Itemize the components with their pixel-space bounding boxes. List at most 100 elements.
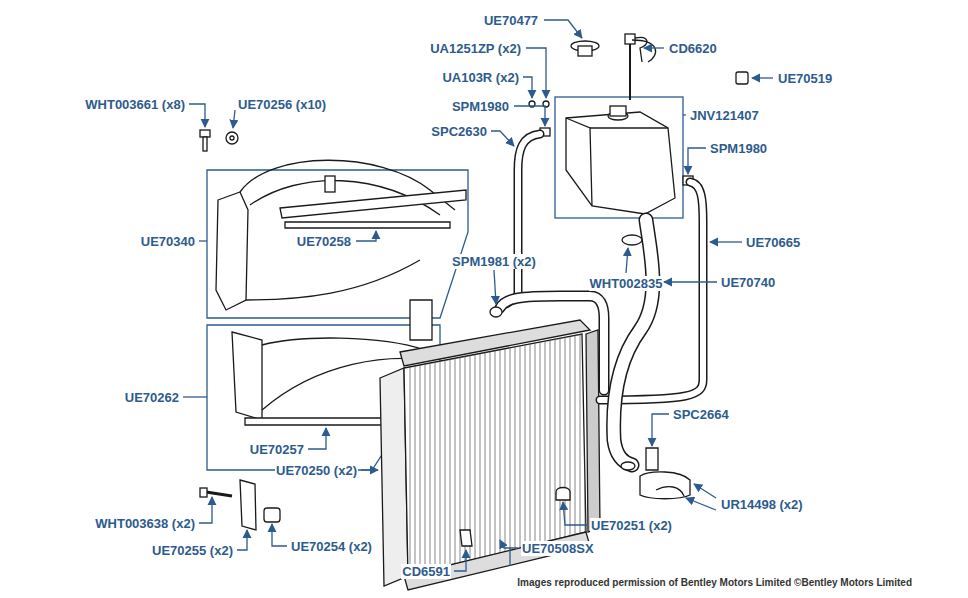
- expansion-tank-drawing: [632, 40, 656, 62]
- leader-arrow: [183, 20, 773, 571]
- radiator-drawing: [450, 320, 451, 590]
- leader-arrow: [752, 77, 773, 78]
- radiator-drawing: [440, 320, 441, 590]
- coolant-hose-drawing: [506, 134, 540, 304]
- radiator-drawing: [400, 320, 590, 366]
- part-number: SPM1980: [709, 141, 768, 156]
- radiator-drawing: [505, 320, 506, 590]
- expansion-tank-drawing: [578, 46, 592, 56]
- radiator-drawing: [586, 330, 600, 532]
- expansion-tank-drawing: [610, 106, 626, 116]
- part-number: SPM1981 (x2): [451, 254, 537, 269]
- part-number: UE70251 (x2): [590, 518, 673, 533]
- radiator-drawing: [465, 320, 466, 590]
- fan-cowl-drawing: [285, 222, 450, 228]
- expansion-tank-drawing: [590, 127, 668, 128]
- expansion-tank-drawing: [529, 34, 748, 218]
- expansion-tank-drawing: [625, 34, 635, 44]
- leader-arrow: [563, 502, 587, 525]
- leader-arrow: [233, 110, 235, 128]
- fan-cowl-drawing: [216, 192, 248, 310]
- part-number: UE70740: [720, 275, 776, 290]
- coolant-hose-drawing: [500, 296, 604, 390]
- leader-arrow: [356, 231, 376, 241]
- fixing-drawing: [556, 488, 570, 501]
- radiator-drawing: [380, 368, 408, 586]
- fan-shroud-drawing: [410, 300, 432, 340]
- leader-arrow: [199, 240, 207, 241]
- part-number: CD6591: [401, 564, 451, 579]
- fan-shroud-drawing: [232, 332, 262, 420]
- radiator-drawing: [495, 320, 496, 590]
- leader-arrow: [308, 428, 326, 449]
- radiator-drawing: [480, 320, 481, 590]
- fixing-drawing: [206, 492, 232, 496]
- leader-arrow: [652, 414, 669, 446]
- radiator-drawing: [485, 320, 486, 590]
- fixing-drawing: [460, 530, 472, 546]
- part-number: CD6620: [668, 41, 718, 56]
- part-number: SPC2664: [672, 407, 730, 422]
- expansion-tank-drawing: [566, 112, 675, 214]
- leader-arrow: [688, 148, 706, 174]
- leader-arrow: [664, 281, 717, 282]
- coolant-hose-drawing: [622, 235, 642, 245]
- leader-arrow: [683, 114, 686, 115]
- part-number: UE70256 (x10): [237, 97, 327, 112]
- leader-arrow: [272, 524, 287, 546]
- part-number: UE70477: [483, 13, 539, 28]
- fixing-drawing: [264, 508, 280, 522]
- part-number: UE70665: [745, 235, 801, 250]
- fan-cowl-drawing: [207, 160, 468, 318]
- coolant-hose-drawing: [506, 134, 540, 304]
- part-number: UE70340: [140, 234, 196, 249]
- leader-arrow: [626, 248, 628, 273]
- part-number: UA103R (x2): [441, 70, 520, 85]
- leader-arrow: [237, 530, 247, 550]
- leader-arrow: [694, 484, 716, 498]
- leader-arrow: [544, 20, 582, 38]
- fixing-drawing: [200, 130, 210, 137]
- part-number: UE70508SX: [521, 541, 595, 556]
- part-number: UE70257: [249, 442, 305, 457]
- fixing-drawing: [230, 136, 234, 140]
- part-number: UE70250 (x2): [275, 463, 358, 478]
- part-number: UE70255 (x2): [151, 543, 234, 558]
- fixing-drawing: [240, 480, 256, 530]
- part-number: SPC2630: [430, 124, 488, 139]
- radiator-drawing: [380, 320, 600, 590]
- part-number: UA1251ZP (x2): [429, 41, 522, 56]
- part-number: SPM1980: [451, 99, 510, 114]
- expansion-tank-drawing: [555, 97, 683, 218]
- fan-cowl-drawing: [207, 170, 468, 318]
- leader-arrow: [189, 104, 205, 127]
- expansion-tank-drawing: [736, 72, 748, 84]
- fixing-drawing: [200, 130, 690, 546]
- fixing-drawing: [646, 448, 658, 470]
- radiator-drawing: [490, 320, 491, 590]
- leader-arrow: [526, 48, 546, 98]
- coolant-hose-drawing: [500, 296, 604, 390]
- leader-arrow: [523, 77, 532, 98]
- fan-cowl-drawing: [280, 190, 466, 218]
- leader-arrow: [710, 241, 742, 242]
- coolant-hose-drawing: [614, 220, 653, 465]
- fan-cowl-drawing: [246, 260, 420, 300]
- fixing-drawing: [203, 137, 207, 151]
- part-number: UE70519: [777, 71, 833, 86]
- coolant-hose-drawing: [621, 462, 635, 470]
- leader-arrow: [500, 540, 510, 548]
- leader-arrow: [494, 270, 496, 304]
- fixing-drawing: [656, 487, 684, 496]
- radiator-drawing: [455, 320, 456, 590]
- fan-cowl-drawing: [325, 176, 335, 192]
- part-number: JNV121407: [689, 108, 760, 123]
- copyright-note: Images reproduced permission of Bentley …: [516, 577, 913, 589]
- leader-arrow: [686, 498, 716, 510]
- expansion-tank-drawing: [566, 118, 592, 206]
- fan-shroud-drawing: [262, 338, 425, 350]
- part-number: WHT003638 (x2): [94, 516, 196, 531]
- leader-arrow: [199, 497, 212, 523]
